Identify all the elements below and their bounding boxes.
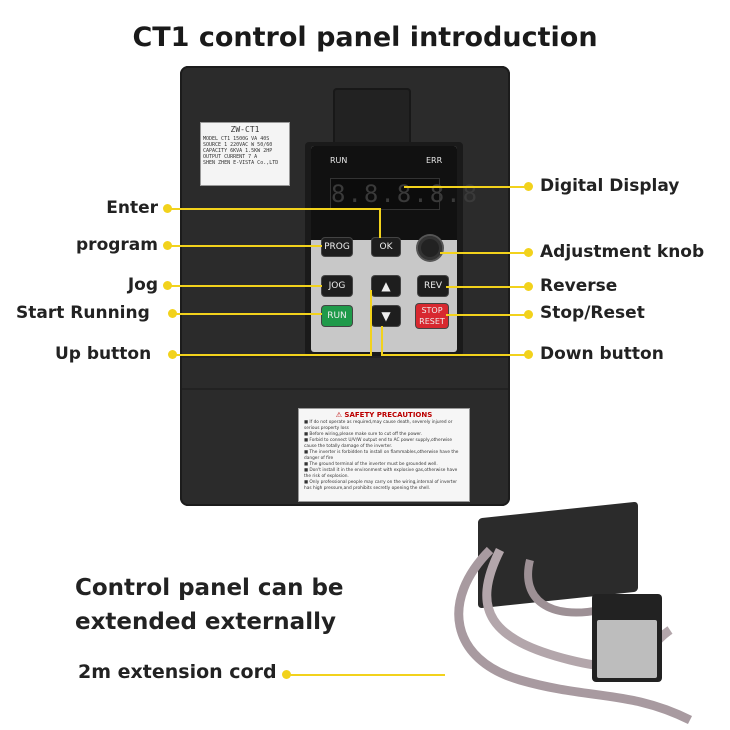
callout-enter-line: [168, 208, 380, 210]
extension-cord-cable: [454, 546, 693, 725]
page-title: CT1 control panel introduction: [132, 22, 598, 53]
callout-stop-reset: Stop/Reset: [540, 303, 645, 323]
safety-title: ⚠ SAFETY PRECAUTIONS: [335, 411, 433, 419]
ok-button[interactable]: OK: [372, 238, 400, 256]
safety-line: ■ Don't install it in the environment wi…: [304, 468, 458, 479]
callout-stop-line: [446, 314, 526, 316]
callout-enter-dot: [163, 204, 172, 213]
err-indicator-label: ERR: [426, 156, 443, 165]
down-button[interactable]: ▼: [372, 306, 400, 326]
callout-program: program: [76, 235, 158, 255]
callout-down-line-v: [381, 326, 383, 356]
extension-heading-line2: extended externally: [75, 609, 336, 635]
callout-stop-dot: [524, 310, 533, 319]
callout-up-button-line-v: [370, 290, 372, 356]
safety-line: ■ Before wiring,please make sure to cut …: [304, 432, 423, 437]
callout-reverse-dot: [524, 282, 533, 291]
callout-start-running: Start Running: [16, 303, 150, 323]
callout-down-button: Down button: [540, 344, 664, 364]
up-button[interactable]: ▲: [372, 276, 400, 296]
stop-label: STOP: [421, 306, 443, 315]
safety-line: ■ The ground terminal of the inverter mu…: [304, 462, 438, 467]
stop-reset-button[interactable]: STOP RESET: [416, 304, 448, 328]
callout-down-dot: [524, 350, 533, 359]
callout-up-button: Up button: [55, 344, 152, 364]
prog-button[interactable]: PROG: [322, 238, 352, 256]
callout-start-running-line: [172, 313, 322, 315]
callout-digital-display: Digital Display: [540, 176, 680, 196]
safety-line: ■ The inverter is forbidden to install o…: [304, 450, 459, 461]
callout-program-line: [168, 245, 322, 247]
external-control-panel-keypad: [597, 620, 657, 678]
rev-button[interactable]: REV: [418, 276, 448, 296]
callout-knob-line: [440, 252, 526, 254]
nameplate-label: ZW-CT1 MODEL CT1 1500G VA 40S SOURCE 1 2…: [200, 122, 290, 186]
safety-line: ■ If do not operate as required,may caus…: [304, 420, 453, 431]
digital-display: 8.8.8.8.8: [330, 178, 480, 210]
callout-jog-line: [168, 285, 322, 287]
adjustment-knob[interactable]: [418, 236, 442, 260]
callout-program-dot: [163, 241, 172, 250]
callout-display-dot: [524, 182, 533, 191]
callout-down-line: [381, 354, 526, 356]
callout-knob-dot: [524, 248, 533, 257]
callout-jog: Jog: [127, 275, 158, 295]
run-button[interactable]: RUN: [322, 306, 352, 326]
down-arrow-icon: ▼: [381, 309, 391, 323]
nameplate-line: SHEN ZHEN E-VISTA Co.,LTD: [203, 160, 279, 166]
body-vent-band: [182, 356, 508, 390]
callout-enter-line-v: [379, 208, 381, 238]
callout-adjustment-knob: Adjustment knob: [540, 242, 705, 262]
nameplate-line: CAPACITY 6KVA 1.5KW 2HP: [203, 148, 273, 154]
jog-button[interactable]: JOG: [322, 276, 352, 296]
run-indicator-label: RUN: [330, 156, 348, 165]
safety-line: ■ Forbid to connect U/V/W output end to …: [304, 438, 453, 449]
nameplate-line: OUTPUT CURRENT 7 A: [203, 154, 258, 160]
extension-cord-line: [287, 674, 445, 676]
callout-reverse-line: [446, 286, 526, 288]
safety-precautions-label: ⚠ SAFETY PRECAUTIONS ■ If do not operate…: [298, 408, 470, 502]
callout-jog-dot: [163, 281, 172, 290]
extension-cord-dot: [282, 670, 291, 679]
safety-line: ■ Only professional people may carry on …: [304, 480, 458, 491]
reset-label: RESET: [419, 317, 445, 326]
extension-cord-label: 2m extension cord: [78, 661, 277, 683]
nameplate-line: MODEL CT1 1500G VA 40S: [203, 136, 270, 142]
up-arrow-icon: ▲: [381, 279, 391, 293]
callout-reverse: Reverse: [540, 276, 618, 296]
nameplate-title: ZW-CT1: [230, 125, 260, 134]
callout-display-line: [404, 186, 526, 188]
callout-enter: Enter: [106, 198, 158, 218]
nameplate-line: SOURCE 1 220VAC W 50/60: [203, 142, 273, 148]
callout-up-button-line: [172, 354, 371, 356]
inverter-top-notch: [333, 88, 411, 148]
extension-heading-line1: Control panel can be: [75, 575, 344, 601]
